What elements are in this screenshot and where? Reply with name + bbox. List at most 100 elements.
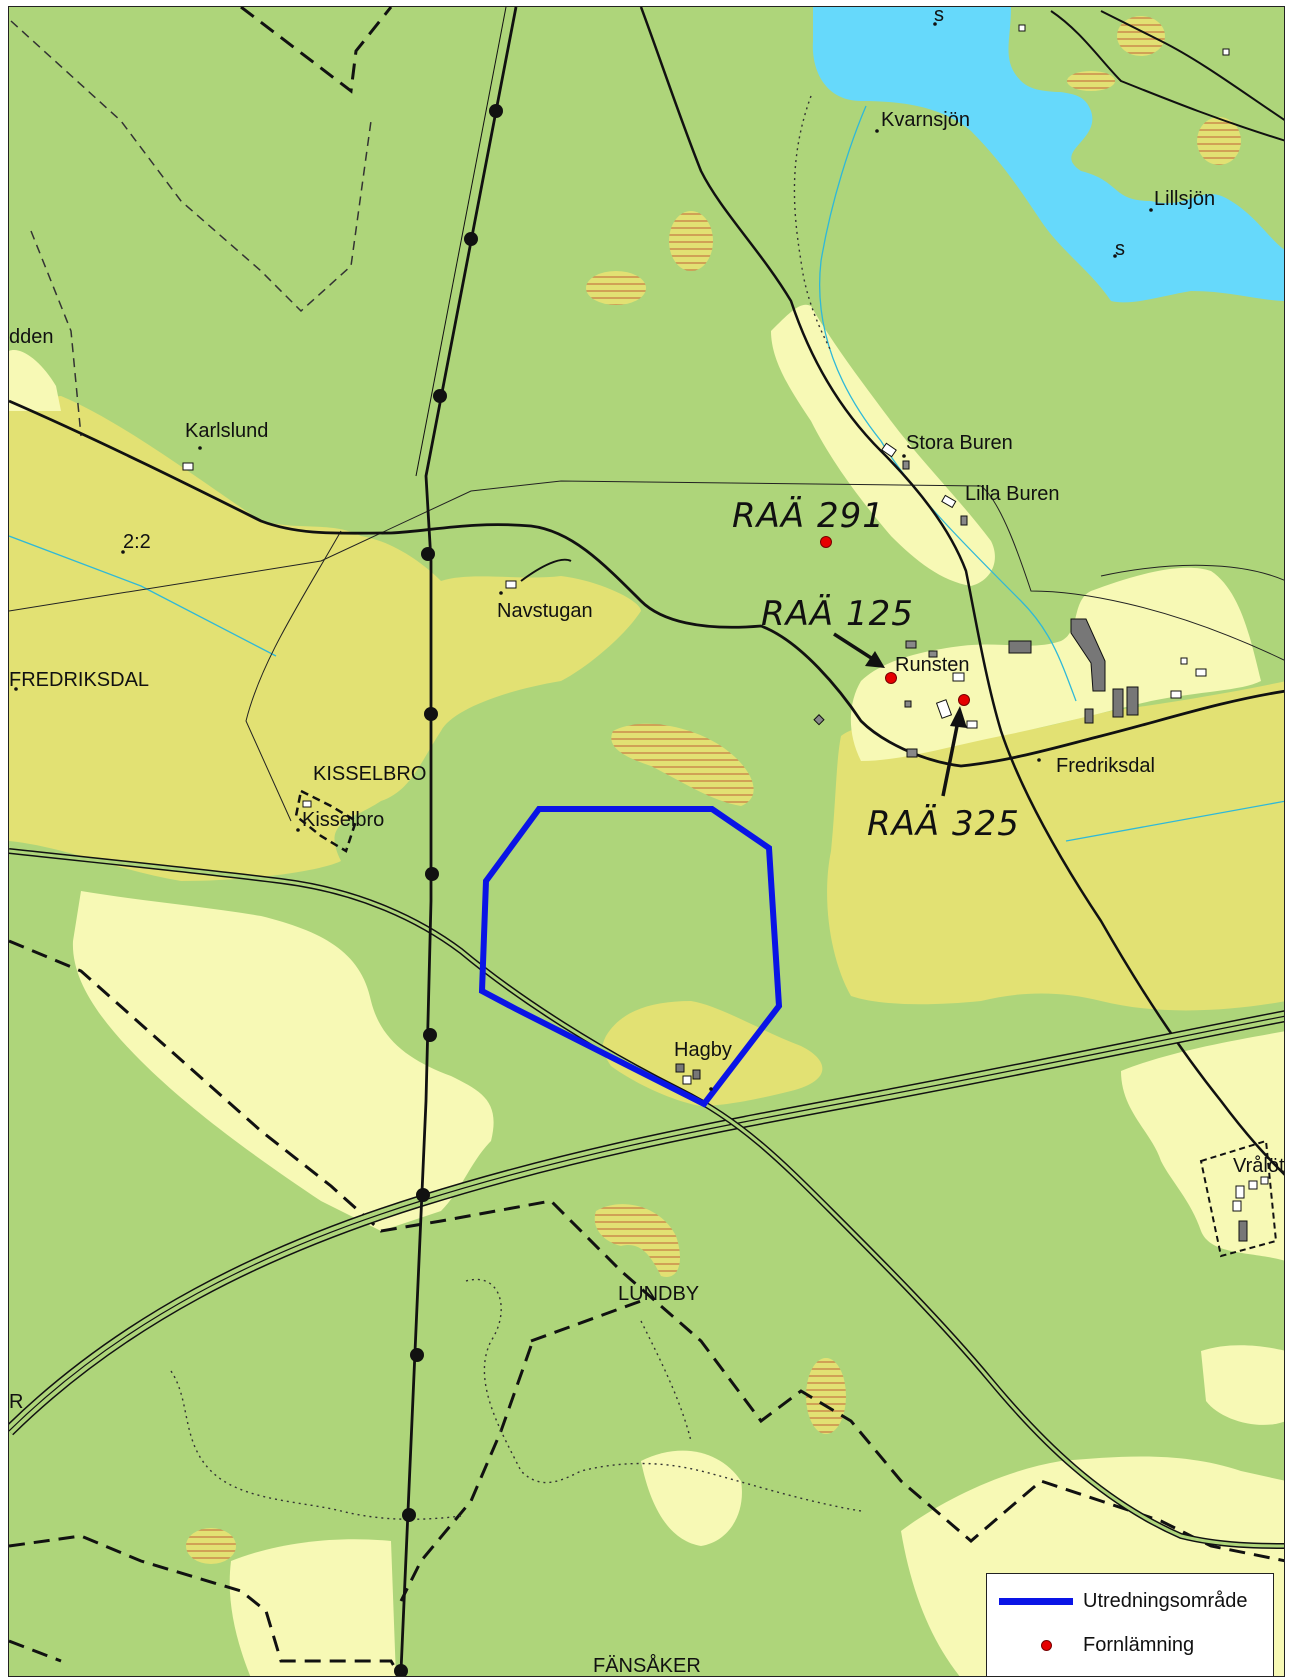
open-land-west — [9, 396, 641, 881]
building — [1222, 48, 1230, 56]
monument-raa125-dot — [885, 672, 897, 684]
topographic-map: s Kvarnsjön Lillsjön s dden Karlslund St… — [9, 7, 1285, 1677]
pole — [416, 1188, 430, 1202]
building — [935, 699, 953, 719]
wetland-9 — [186, 1528, 236, 1564]
label-lilla-buren: Lilla Buren — [965, 483, 1060, 505]
pale-land-south-1 — [641, 1450, 742, 1546]
stream-east — [1065, 800, 1284, 842]
pole — [402, 1508, 416, 1522]
pale-land-village — [850, 567, 1261, 761]
pole — [394, 1664, 408, 1676]
legend-label-ancient-monument: Fornlämning — [1083, 1633, 1195, 1656]
wetland-1 — [669, 211, 713, 271]
building — [675, 1063, 685, 1073]
pole — [424, 707, 438, 721]
pale-land-east — [1121, 1031, 1284, 1261]
pale-land-west-strip — [9, 350, 61, 411]
wetland-4 — [1067, 71, 1115, 91]
pole — [433, 389, 447, 403]
label-kvarnsjon: Kvarnsjön — [881, 109, 970, 131]
label-fredriksdal-caps: FREDRIKSDAL — [9, 669, 149, 691]
building — [692, 1069, 701, 1080]
label-hagby: Hagby — [674, 1039, 732, 1061]
label-vralot: Vrålöt — [1233, 1155, 1285, 1177]
building — [505, 580, 517, 589]
stream-north — [819, 105, 1077, 702]
building — [1248, 1180, 1258, 1190]
monument-arrows — [833, 632, 967, 797]
label-lillsjon: Lillsjön — [1154, 188, 1215, 210]
monument-raa325-dot — [958, 694, 970, 706]
building — [1126, 686, 1139, 716]
label-s-north: s — [934, 7, 944, 26]
arrow-raa325 — [941, 720, 960, 797]
label-stora-buren: Stora Buren — [906, 432, 1013, 454]
place-labels: s Kvarnsjön Lillsjön s dden Karlslund St… — [9, 7, 1285, 1677]
building — [1112, 688, 1124, 718]
building — [813, 714, 825, 726]
pole — [423, 1028, 437, 1042]
building — [182, 462, 194, 471]
building — [1170, 690, 1182, 699]
building — [302, 800, 312, 808]
label-dden: dden — [9, 326, 54, 348]
label-fansaker: FÄNSÅKER — [593, 1654, 701, 1677]
monument-labels: RAÄ 291 RAÄ 125 RAÄ 325 — [732, 496, 1020, 844]
building — [904, 700, 912, 708]
building — [906, 748, 918, 758]
building — [1260, 1176, 1269, 1185]
monument-raa291-dot — [820, 536, 832, 548]
power-line-poles — [394, 104, 503, 1676]
building — [1195, 668, 1207, 677]
building — [966, 720, 978, 729]
study-area-polygon — [478, 806, 783, 1108]
building — [1232, 1200, 1242, 1212]
buildings — [182, 24, 1269, 1242]
legend-row-study-area: Utredningsområde — [987, 1586, 1273, 1616]
label-karlslund: Karlslund — [185, 420, 268, 442]
minor-boundaries — [10, 20, 372, 437]
pole — [421, 547, 435, 561]
label-raa325: RAÄ 325 — [867, 804, 1020, 844]
building — [881, 442, 897, 458]
building — [902, 460, 910, 470]
building — [1070, 618, 1106, 692]
property-boundaries — [9, 7, 1284, 1676]
highway — [9, 848, 1284, 1549]
pond — [1046, 91, 1077, 116]
building — [1235, 1185, 1245, 1199]
building — [928, 650, 938, 658]
stream-west — [9, 535, 277, 657]
building — [952, 672, 965, 682]
label-parcel-2-2: 2:2 — [123, 531, 151, 553]
study-area-swatch — [999, 1597, 1073, 1605]
pale-land-sw — [72, 891, 494, 1231]
ancient-monuments — [820, 536, 970, 706]
arrow-raa125-head — [865, 651, 885, 668]
wetland-8 — [806, 1358, 846, 1434]
pale-land-south-3 — [229, 1539, 396, 1676]
legend-row-ancient-monument: Fornlämning — [987, 1630, 1273, 1660]
legend-label-study-area: Utredningsområde — [1083, 1589, 1248, 1612]
map-frame: s Kvarnsjön Lillsjön s dden Karlslund St… — [8, 6, 1285, 1677]
pole — [410, 1348, 424, 1362]
label-r-edge: R — [9, 1391, 23, 1413]
label-runsten: Runsten — [895, 654, 970, 676]
label-fredriksdal: Fredriksdal — [1056, 755, 1155, 777]
building — [1238, 1220, 1248, 1242]
lake-kvarnsjon-lillsjon — [812, 7, 1284, 303]
map-legend: Utredningsområde Fornlämning — [986, 1573, 1274, 1677]
label-raa125: RAÄ 125 — [761, 594, 914, 634]
footpaths — [170, 95, 862, 1520]
label-navstugan: Navstugan — [497, 600, 593, 622]
building — [1018, 24, 1026, 32]
label-points — [14, 22, 1153, 1091]
label-lundby: LUNDBY — [618, 1283, 699, 1305]
building — [682, 1075, 692, 1085]
pole — [489, 104, 503, 118]
building — [905, 640, 917, 649]
pole — [464, 232, 478, 246]
building — [1084, 708, 1094, 724]
ancient-monument-swatch — [1041, 1639, 1052, 1651]
